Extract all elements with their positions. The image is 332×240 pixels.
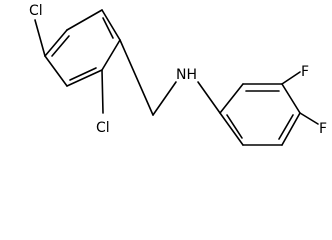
- fluorine-label-lower: F: [319, 121, 327, 137]
- bond: [44, 29, 68, 57]
- bond-cl-top: [34, 19, 46, 57]
- bond: [219, 83, 244, 114]
- fluorine-label-upper: F: [301, 64, 309, 80]
- bond: [281, 83, 301, 114]
- bond: [219, 112, 244, 146]
- chlorine-label-bottom: Cl: [96, 120, 110, 136]
- chlorine-label-top: Cl: [29, 3, 43, 19]
- bond: [101, 9, 121, 41]
- bond: [281, 112, 301, 146]
- double-bond-inner: [278, 114, 294, 140]
- amine-label: NH: [176, 67, 197, 83]
- bond-n-ring: [197, 81, 221, 114]
- dichlorophenyl-ring: [44, 9, 121, 87]
- bond-f-upper: [281, 71, 301, 85]
- double-bond-inner: [102, 17, 114, 39]
- structure-diagram: Cl Cl NH F F: [29, 3, 327, 146]
- bond-ch2-n: [152, 81, 177, 116]
- double-bond-inner: [69, 67, 97, 81]
- double-bond-inner: [51, 35, 70, 57]
- bond-ch2: [119, 39, 154, 116]
- bond-f-lower: [299, 112, 319, 125]
- bond: [101, 39, 121, 71]
- bond: [66, 9, 103, 31]
- bond-cl-bottom: [101, 69, 104, 114]
- molecule-canvas: Cl Cl NH F F: [29, 3, 327, 146]
- bond: [66, 69, 103, 87]
- double-bond-inner: [226, 114, 243, 139]
- bond: [44, 55, 68, 87]
- difluorophenyl-ring: [219, 83, 301, 146]
